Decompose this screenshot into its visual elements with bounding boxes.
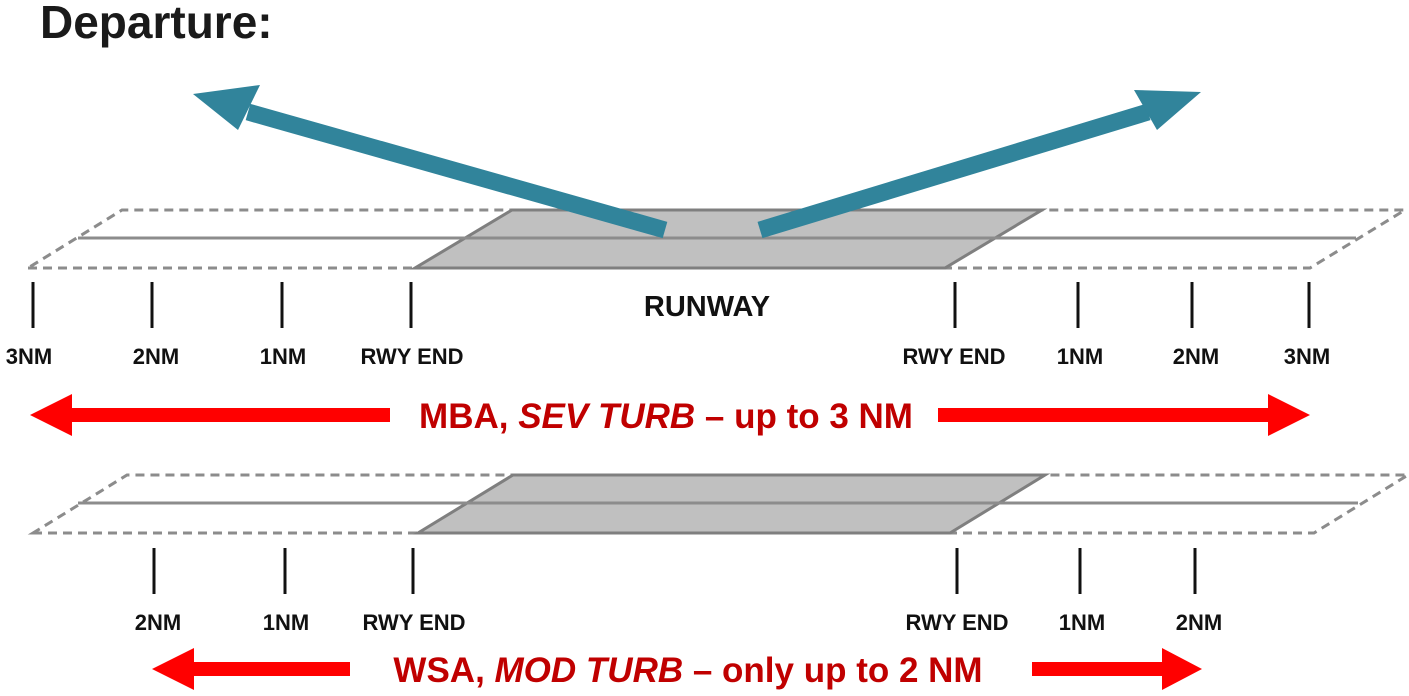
departure-arrow-right [757, 90, 1201, 239]
tick-marks [31, 282, 1311, 328]
tick-label: 2NM [1173, 344, 1219, 369]
range-arrow-left [30, 394, 390, 436]
tick-marks [152, 548, 1197, 594]
band-label-wsa: WSA, MOD TURB – only up to 2 NM [393, 651, 982, 690]
tick-label: 3NM [6, 344, 52, 369]
tick-label: RWY END [362, 610, 465, 635]
band-label-mba: MBA, SEV TURB – up to 3 NM [419, 397, 913, 436]
tick-label: RWY END [905, 610, 1008, 635]
tick-label: 1NM [260, 344, 306, 369]
runway-label: RUNWAY [644, 291, 770, 323]
tick-label: 1NM [263, 610, 309, 635]
departure-arrow-left [193, 85, 668, 239]
runway-diagram-mba: RUNWAY 3NM 2NM 1NM RWY END RWY END 1NM 2… [6, 85, 1409, 436]
tick-label: 2NM [133, 344, 179, 369]
tick-label: RWY END [360, 344, 463, 369]
runway-diagram-wsa: 2NM 1NM RWY END RWY END 1NM 2NM WSA, MOD… [27, 473, 1409, 690]
tick-label: 2NM [1176, 610, 1222, 635]
tick-label: 2NM [135, 610, 181, 635]
tick-label: 1NM [1057, 344, 1103, 369]
page-title: Departure: [40, 0, 273, 48]
range-arrow-right [1032, 648, 1202, 690]
tick-label: 3NM [1284, 344, 1330, 369]
tick-label: 1NM [1059, 610, 1105, 635]
tick-label: RWY END [902, 344, 1005, 369]
range-arrow-left [152, 648, 350, 690]
range-arrow-right [938, 394, 1310, 436]
